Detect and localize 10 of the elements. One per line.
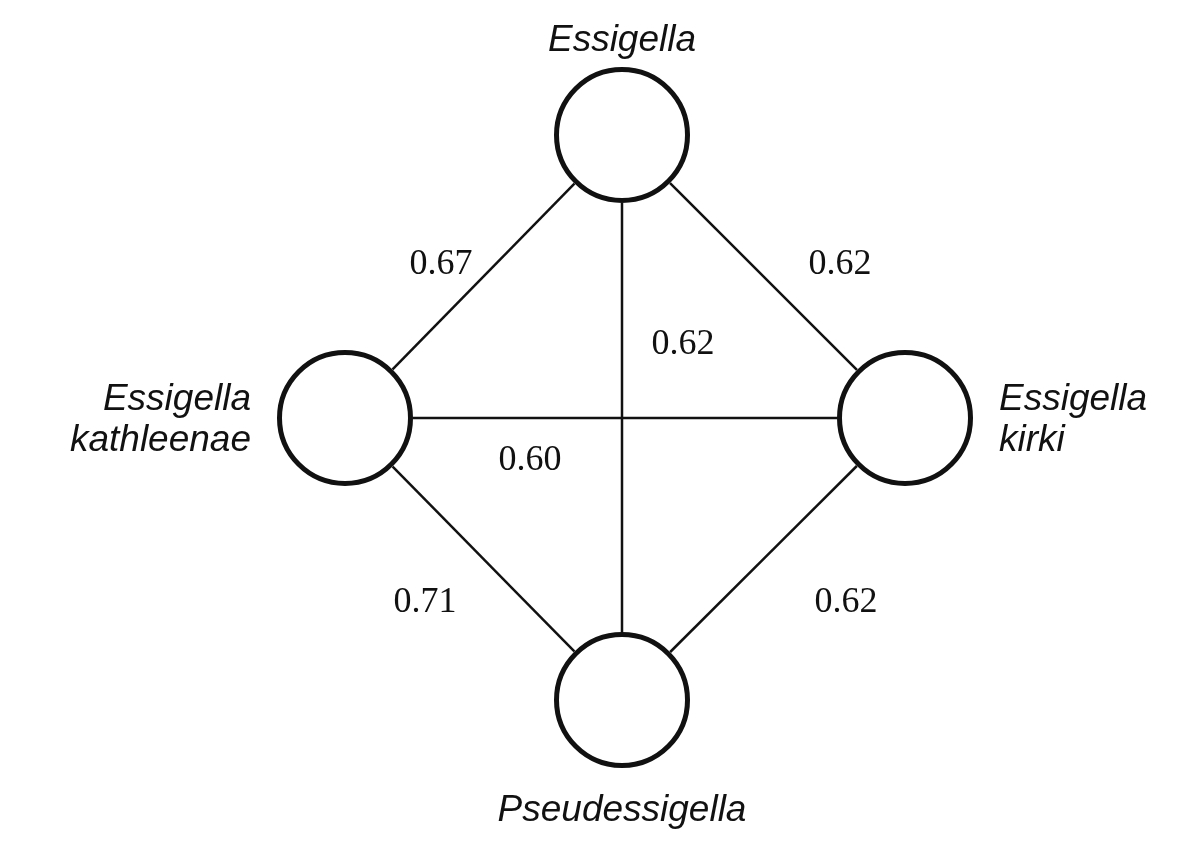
connector-line (620, 203, 624, 632)
taxon-name: Essigella kirki (999, 376, 1149, 460)
taxon-name: Essigella kathleenae (68, 376, 251, 460)
connector-line (391, 182, 576, 371)
connector-line (669, 182, 858, 371)
connector-line (669, 465, 858, 653)
taxon-name: Essigella (546, 17, 698, 59)
connector-line (413, 416, 837, 420)
connector-line (391, 465, 576, 653)
taxon-name: Pseudessigella (496, 788, 748, 830)
